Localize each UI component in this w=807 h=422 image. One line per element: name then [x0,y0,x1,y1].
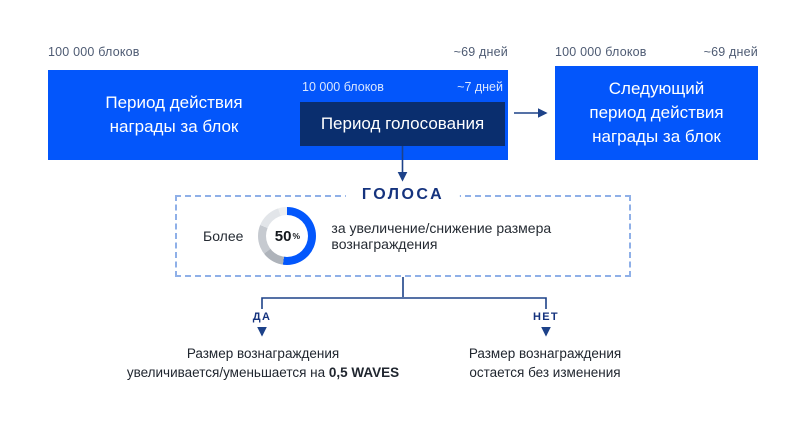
next-period-labels: 100 000 блоков ~69 дней [555,45,758,59]
votes-panel: ГОЛОСА Более 50% за увеличение/снижение … [175,186,631,277]
next-period-title-line1: Следующий [608,79,705,98]
reward-period-title-line2: награды за блок [109,117,239,136]
branch-no-label: НЕТ [533,311,559,323]
branch-yes-label: ДА [252,311,272,323]
next-period-duration-label: ~69 дней [703,45,758,59]
voting-period-labels: 10 000 блоков ~7 дней [302,80,503,94]
voting-period-title: Период голосования [320,114,485,133]
voting-period-box: Период голосования [300,102,505,146]
next-period-box: Следующий период действия награды за бло… [555,66,758,160]
reward-period-blocks-label: 100 000 блоков [48,45,140,59]
outcome-no-line2: остается без изменения [469,365,621,380]
branch-bracket-line [261,297,547,309]
votes-donut-value: 50% [266,215,309,257]
votes-content: Более 50% за увеличение/снижение размера… [177,197,629,275]
voting-period-blocks-label: 10 000 блоков [302,80,384,94]
votes-donut-chart: 50% [258,207,317,265]
next-period-blocks-label: 100 000 блоков [555,45,647,59]
votes-heading: ГОЛОСА [345,186,461,204]
voting-period-duration-label: ~7 дней [457,80,503,94]
votes-condition-text: за увеличение/снижение размера вознаграж… [331,220,552,252]
outcome-yes: Размер вознаграждения увеличивается/умен… [118,344,408,382]
reward-period-title: Период действия награды за блок [48,70,300,160]
reward-period-labels: 100 000 блоков ~69 дней [48,45,508,59]
outcome-no-line1: Размер вознаграждения [468,346,622,361]
next-period-title-line3: награды за блок [592,127,721,146]
outcome-no: Размер вознаграждения остается без измен… [455,344,635,382]
reward-period-box: Период действия награды за блок 10 000 б… [48,70,508,160]
outcome-yes-line2: увеличивается/уменьшается на [126,365,329,380]
votes-percent-value: 50 [274,227,292,245]
reward-period-duration-label: ~69 дней [453,45,508,59]
votes-more-label: Более [203,228,244,244]
reward-period-title-line1: Период действия [105,93,243,112]
outcome-yes-line1: Размер вознаграждения [186,346,340,361]
percent-icon: % [292,231,301,241]
outcome-yes-amount: 0,5 WAVES [328,365,400,380]
next-period-title-line2: период действия [589,103,724,122]
